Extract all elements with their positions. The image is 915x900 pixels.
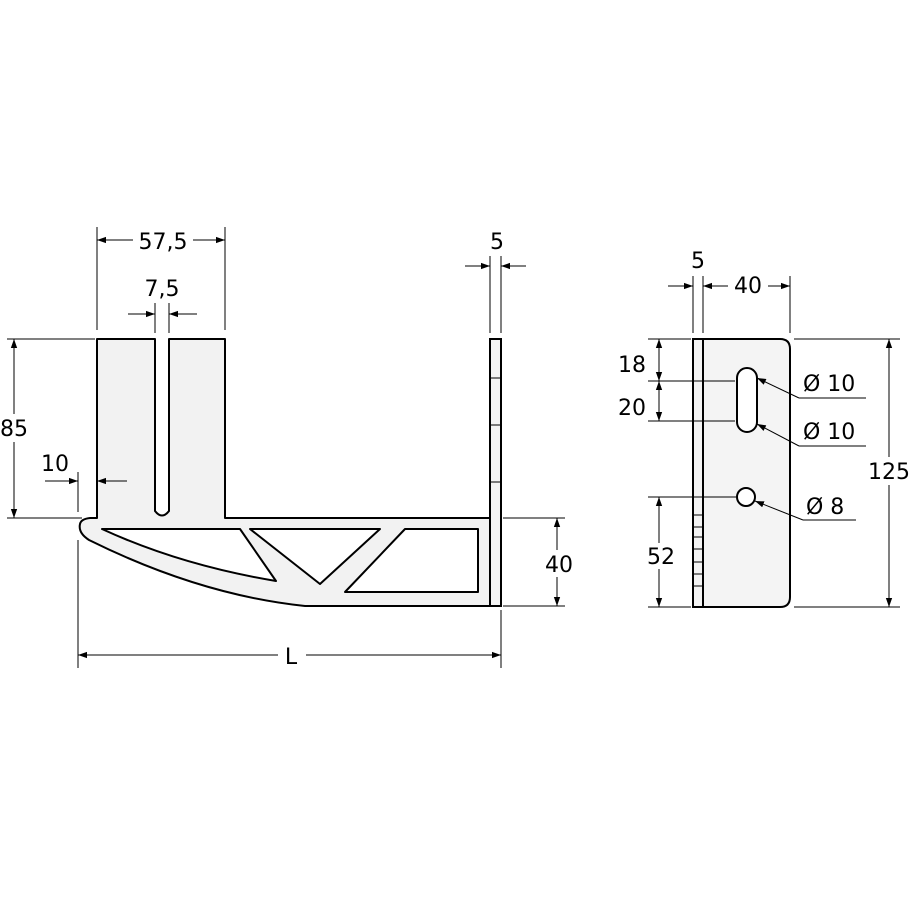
side-view: 57,5 7,5 85 10 40 L 5 (0, 226, 578, 670)
dim-hole-diameter: Ø 8 (806, 495, 844, 520)
arm-cutout-3 (344, 528, 479, 593)
dim-thickness: 5 (691, 249, 705, 274)
arm-cutout-2 (249, 528, 381, 585)
side-plate (489, 338, 502, 607)
dim-top-width: 57,5 (139, 230, 188, 255)
front-plate-edge (692, 338, 704, 608)
front-view: 5 40 18 20 Ø 10 Ø 10 Ø 8 52 (618, 249, 912, 608)
dim-total-height: 125 (868, 460, 910, 485)
dim-height: 85 (0, 417, 28, 442)
dim-plate-thickness: 5 (490, 230, 504, 255)
dim-hole-height: 52 (647, 545, 675, 570)
dim-length: L (285, 645, 298, 670)
front-plate-face (702, 338, 791, 608)
side-plate-ticks (490, 377, 501, 483)
dim-slot-diameter-bottom: Ø 10 (803, 420, 855, 445)
dim-arm-height: 40 (545, 553, 573, 578)
dim-slot-diameter-top: Ø 10 (803, 372, 855, 397)
dim-slot-width: 7,5 (145, 277, 180, 302)
dim-width: 40 (734, 274, 762, 299)
dim-slot-length: 20 (618, 396, 646, 421)
dim-top-offset: 18 (618, 353, 646, 378)
mounting-slot (736, 367, 758, 433)
mounting-hole (736, 487, 756, 507)
arm-cutout-1 (101, 528, 277, 582)
dim-lip: 10 (41, 452, 69, 477)
front-edge-ticks (693, 514, 703, 587)
